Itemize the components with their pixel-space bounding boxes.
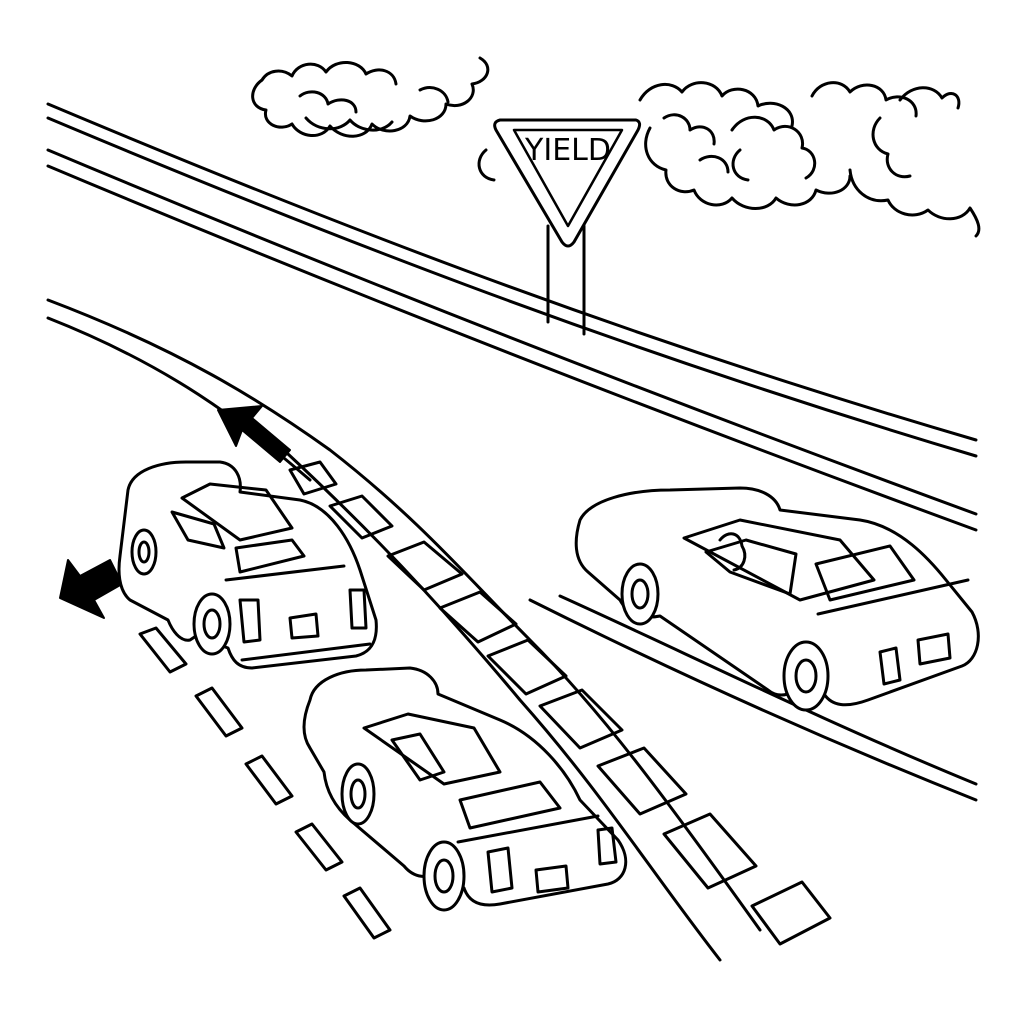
- sedan-upper-left: [117, 460, 378, 670]
- main-road-edges: [46, 298, 978, 962]
- dashed-lane-line: [138, 626, 392, 940]
- sedan-right: [574, 486, 980, 712]
- sedan-lower-middle: [302, 666, 628, 912]
- up-left-arrow-upper: [217, 405, 291, 463]
- up-left-arrow-lower: [59, 559, 123, 619]
- yield-sign: YIELD: [493, 118, 642, 248]
- tree-foliage: [251, 56, 981, 238]
- yield-sign-text: YIELD: [524, 133, 611, 168]
- upper-road: [46, 102, 978, 532]
- yield-sign-post: [546, 224, 586, 336]
- lane-divider-blocks: [288, 460, 832, 946]
